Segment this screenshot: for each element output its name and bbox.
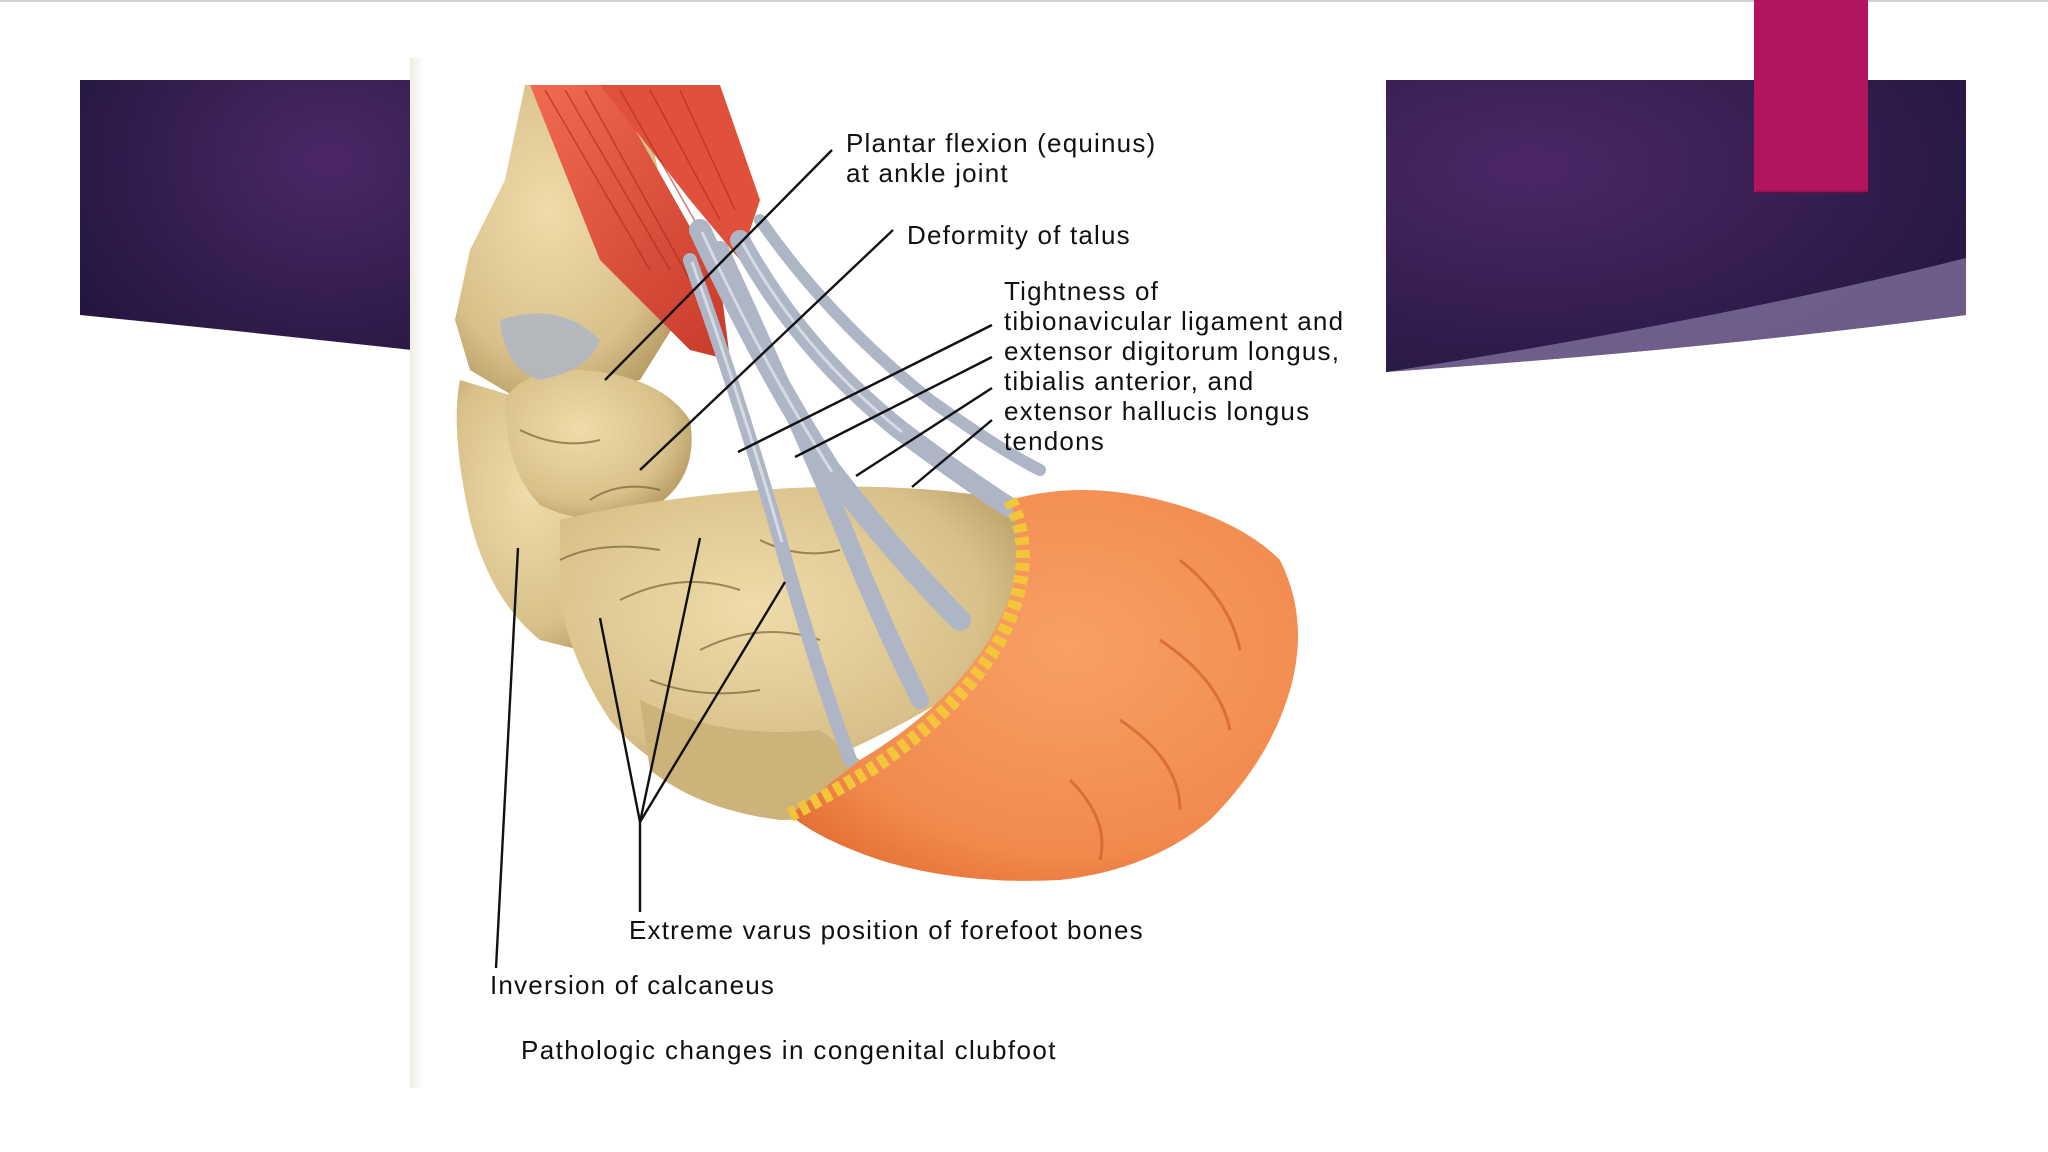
label-tightness-line-2: tibionavicular ligament and <box>1004 306 1345 336</box>
label-tightness: Tightness of tibionavicular ligament and… <box>1004 276 1344 456</box>
label-plantar-flexion-line-2: at ankle joint <box>846 158 1009 188</box>
top-border-line <box>0 0 2048 2</box>
leader-tightness-1 <box>737 323 993 454</box>
accent-tab <box>1754 0 1868 192</box>
leader-tightness-4 <box>911 419 993 488</box>
label-tightness-clip: Tightness of tibionavicular ligament and… <box>1000 270 1386 470</box>
ankle-ligament <box>500 313 600 380</box>
leader-deformity-talus <box>639 229 894 471</box>
right-banner-swoosh <box>1386 258 1966 372</box>
label-plantar-flexion: Plantar flexion (equinus) at ankle joint <box>846 128 1156 188</box>
label-tightness-line-4: tibialis anterior, and <box>1004 366 1255 396</box>
bone-contour-lines <box>519 429 841 695</box>
label-extreme-varus: Extreme varus position of forefoot bones <box>629 915 1144 945</box>
extensor-muscle-belly <box>600 85 760 260</box>
accent-tab-shadow <box>1756 190 1868 194</box>
label-tightness-line-1: Tightness of <box>1004 276 1160 306</box>
leader-varus-3 <box>638 581 787 823</box>
leader-varus-1 <box>598 617 642 823</box>
subcutaneous-fat-edge <box>786 496 1030 822</box>
leader-inversion-calcaneus <box>494 547 520 969</box>
label-deformity-talus: Deformity of talus <box>907 220 1131 250</box>
figure-edge-shade <box>410 58 424 1088</box>
leader-tightness-3 <box>855 386 993 478</box>
muscle-fibers <box>544 89 736 281</box>
talus-bone <box>505 370 692 519</box>
label-tightness-line-5: extensor hallucis longus <box>1004 396 1311 426</box>
anterior-muscle-belly <box>530 85 730 360</box>
label-inversion-calcaneus: Inversion of calcaneus <box>490 970 776 1000</box>
leader-tightness-2 <box>794 355 993 459</box>
toe-creases <box>1068 558 1242 861</box>
leader-lines <box>494 149 993 969</box>
figure-caption: Pathologic changes in congenital clubfoo… <box>521 1035 1057 1065</box>
leader-varus-2 <box>638 537 702 823</box>
label-tightness-line-6: tendons <box>1004 426 1105 456</box>
left-banner <box>80 80 412 350</box>
leader-plantar-flexion <box>604 149 833 381</box>
label-tightness-line-3: extensor digitorum longus, <box>1004 336 1341 366</box>
forefoot-skin <box>790 490 1298 881</box>
label-plantar-flexion-line-1: Plantar flexion (equinus) <box>846 128 1157 158</box>
